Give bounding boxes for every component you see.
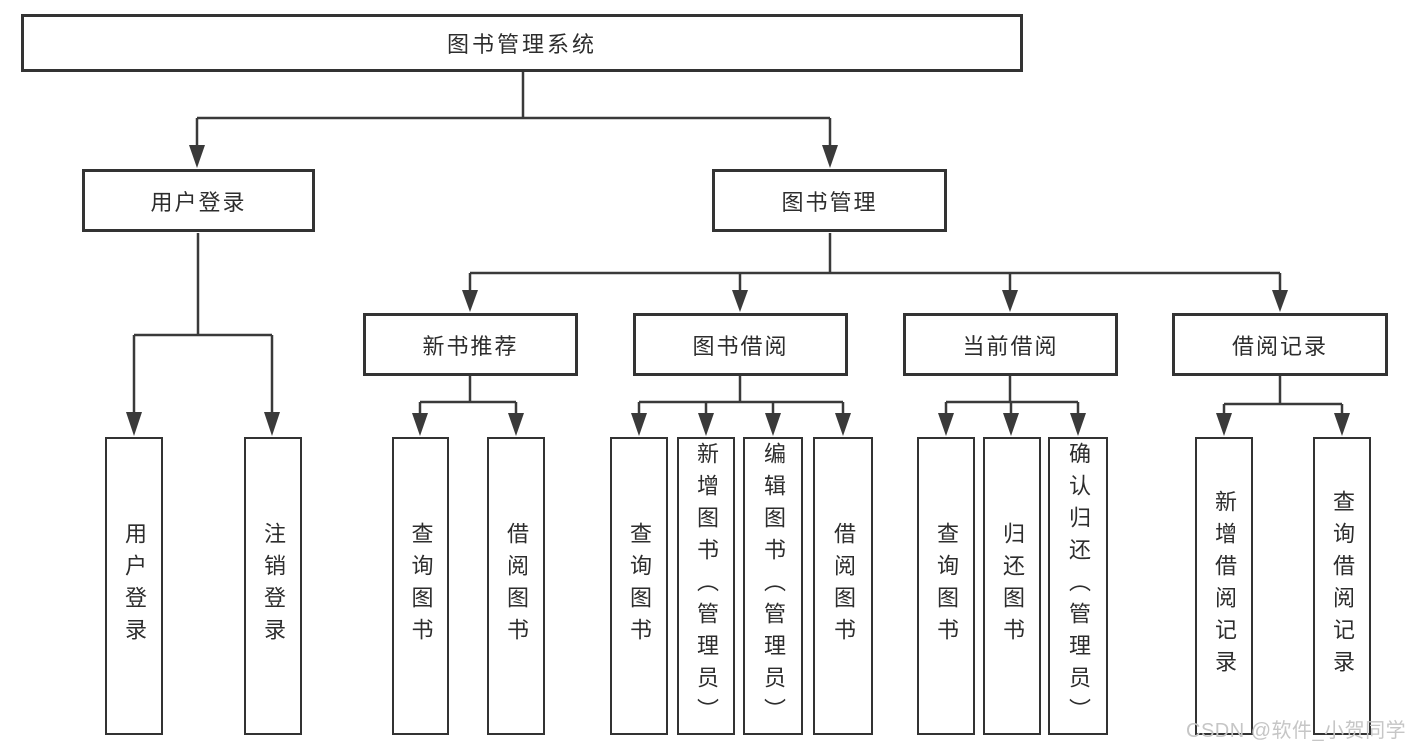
- node-book-management: 图书管理: [712, 169, 947, 232]
- node-book-borrow-label: 图书借阅: [692, 333, 789, 359]
- leaf-query-books-current-label: 查询图书: [934, 522, 959, 650]
- leaf-return-books-label: 归还图书: [1000, 522, 1025, 650]
- leaf-user-login-label: 用户登录: [122, 522, 147, 650]
- leaf-query-books-borrow: 查询图书: [610, 437, 668, 735]
- leaf-add-borrow-record: 新增借阅记录: [1195, 437, 1253, 735]
- node-user-login-label: 用户登录: [150, 189, 247, 215]
- node-current-borrow-label: 当前借阅: [962, 333, 1059, 359]
- node-book-borrow: 图书借阅: [633, 313, 848, 376]
- leaf-query-books-borrow-label: 查询图书: [627, 522, 652, 650]
- leaf-confirm-return-admin: 确认归还（管理员）: [1048, 437, 1108, 735]
- node-new-book-recommend: 新书推荐: [363, 313, 578, 376]
- leaf-edit-books-admin-label: 编辑图书（管理员）: [761, 442, 786, 730]
- leaf-borrow-books-recommend: 借阅图书: [487, 437, 545, 735]
- node-current-borrow: 当前借阅: [903, 313, 1118, 376]
- leaf-edit-books-admin: 编辑图书（管理员）: [743, 437, 803, 735]
- node-root: 图书管理系统: [21, 14, 1023, 72]
- node-root-label: 图书管理系统: [446, 32, 597, 57]
- leaf-borrow-books-recommend-label: 借阅图书: [504, 522, 529, 650]
- connector-new-books-split: [412, 376, 524, 436]
- connector-book-mgmt-split: [462, 233, 1288, 312]
- leaf-add-books-admin-label: 新增图书（管理员）: [694, 442, 719, 730]
- leaf-query-books-recommend: 查询图书: [392, 437, 449, 735]
- leaf-query-borrow-record-label: 查询借阅记录: [1330, 490, 1355, 682]
- node-new-book-recommend-label: 新书推荐: [422, 333, 519, 359]
- connector-book-borrow-split: [631, 376, 851, 436]
- leaf-logout-label: 注销登录: [261, 522, 286, 650]
- leaf-return-books: 归还图书: [983, 437, 1041, 735]
- leaf-query-books-recommend-label: 查询图书: [408, 522, 434, 650]
- leaf-borrow-books: 借阅图书: [813, 437, 873, 735]
- leaf-logout: 注销登录: [244, 437, 302, 735]
- connector-borrow-records-split: [1216, 376, 1350, 436]
- connector-current-borrow-split: [938, 376, 1086, 436]
- leaf-query-books-current: 查询图书: [917, 437, 975, 735]
- connector-root-split: [189, 72, 838, 168]
- leaf-borrow-books-label: 借阅图书: [831, 522, 856, 650]
- connector-user-login-split: [126, 233, 280, 436]
- leaf-user-login: 用户登录: [105, 437, 163, 735]
- leaf-add-borrow-record-label: 新增借阅记录: [1212, 490, 1237, 682]
- leaf-query-borrow-record: 查询借阅记录: [1313, 437, 1371, 735]
- node-borrow-records-label: 借阅记录: [1231, 333, 1328, 359]
- leaf-confirm-return-admin-label: 确认归还（管理员）: [1066, 442, 1091, 730]
- node-book-management-label: 图书管理: [781, 189, 878, 215]
- leaf-add-books-admin: 新增图书（管理员）: [677, 437, 735, 735]
- csdn-watermark: CSDN @软件_小贺同学: [1186, 720, 1405, 742]
- node-user-login: 用户登录: [82, 169, 315, 232]
- node-borrow-records: 借阅记录: [1172, 313, 1388, 376]
